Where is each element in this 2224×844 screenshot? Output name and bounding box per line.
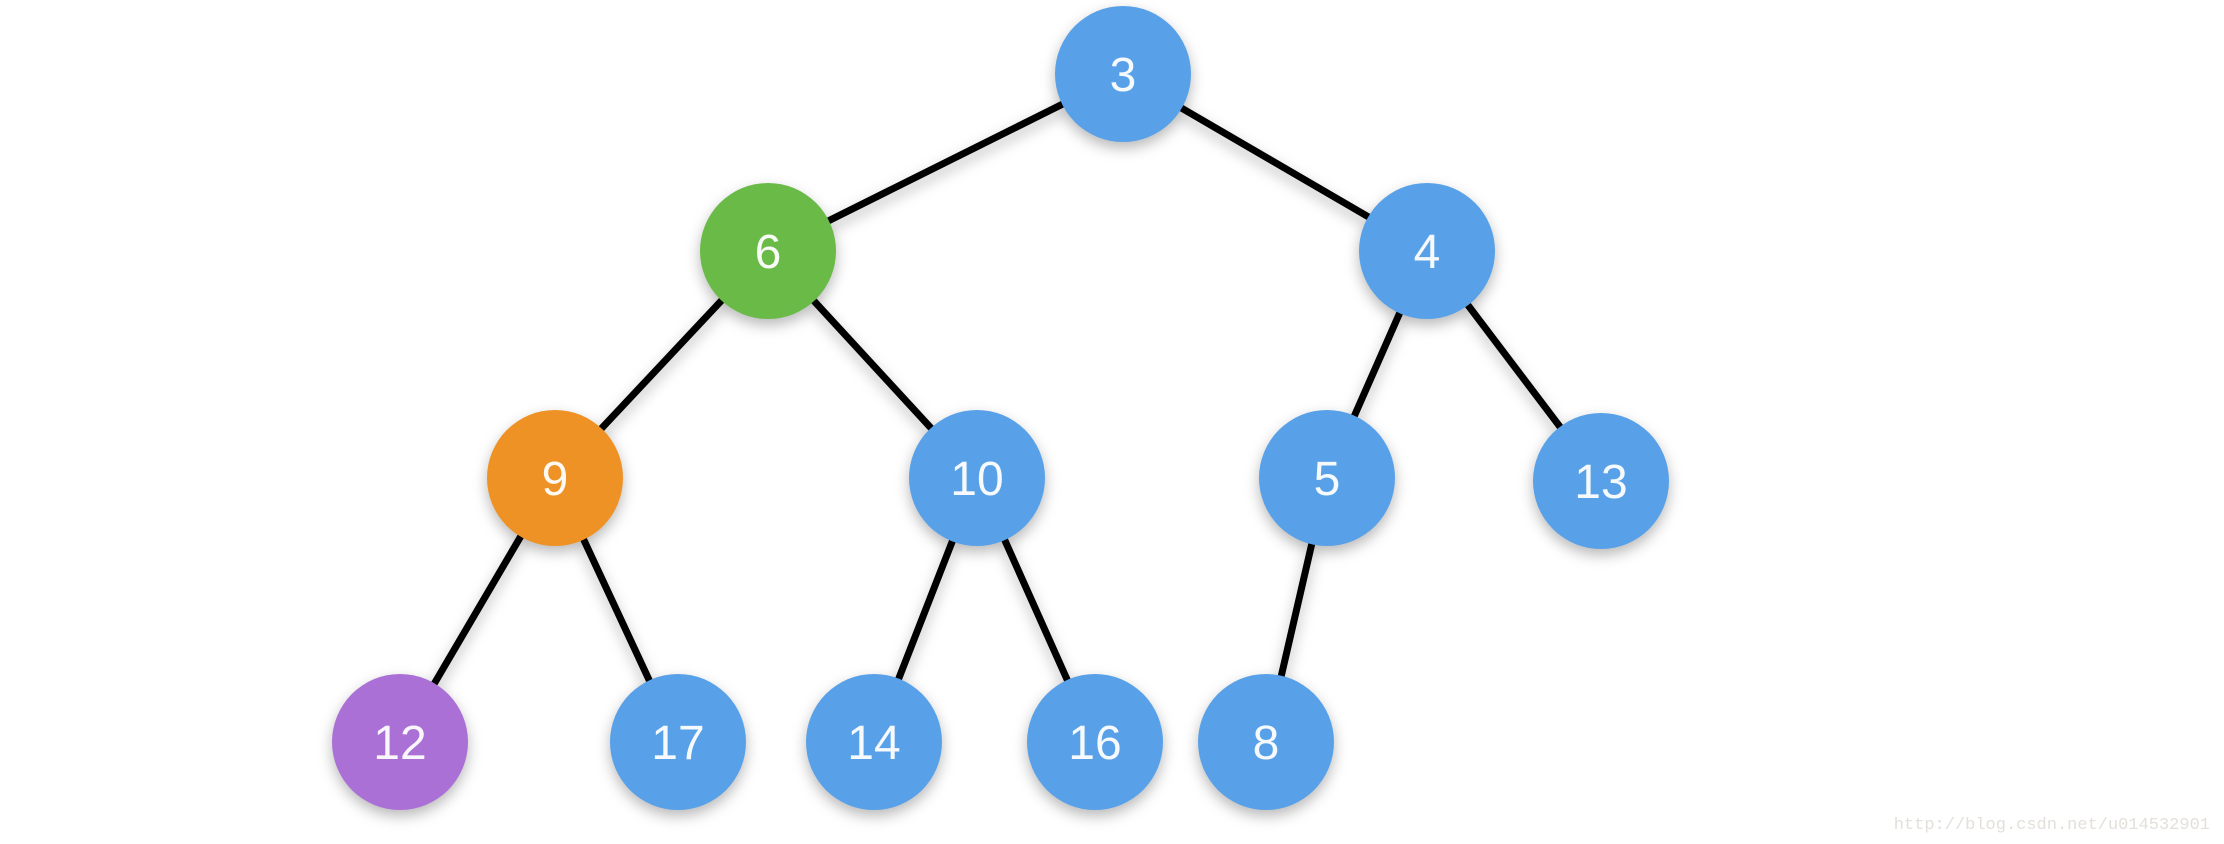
node-label: 4 xyxy=(1414,226,1441,279)
tree-node-14: 14 xyxy=(806,674,942,810)
node-circle-blue xyxy=(1198,674,1334,810)
tree-node-5: 5 xyxy=(1259,410,1395,546)
node-label: 17 xyxy=(651,717,704,770)
node-label: 10 xyxy=(950,453,1003,506)
tree-node-6: 6 xyxy=(700,183,836,319)
node-circle-blue xyxy=(1533,413,1669,549)
node-label: 8 xyxy=(1253,717,1280,770)
tree-node-12: 12 xyxy=(332,674,468,810)
tree-node-4: 4 xyxy=(1359,183,1495,319)
node-circle-blue xyxy=(610,674,746,810)
tree-node-8: 8 xyxy=(1198,674,1334,810)
node-label: 13 xyxy=(1574,456,1627,509)
node-label: 12 xyxy=(373,717,426,770)
node-circle-blue xyxy=(1259,410,1395,546)
node-circle-blue xyxy=(1359,183,1495,319)
node-label: 9 xyxy=(542,453,569,506)
node-circle-blue xyxy=(1055,6,1191,142)
node-circle-purple xyxy=(332,674,468,810)
node-label: 5 xyxy=(1314,453,1341,506)
tree-node-9: 9 xyxy=(487,410,623,546)
tree-node-10: 10 xyxy=(909,410,1045,546)
tree-node-16: 16 xyxy=(1027,674,1163,810)
tree-node-3: 3 xyxy=(1055,6,1191,142)
node-circle-blue xyxy=(909,410,1045,546)
tree-node-13: 13 xyxy=(1533,413,1669,549)
node-circle-blue xyxy=(1027,674,1163,810)
node-label: 3 xyxy=(1110,49,1137,102)
node-label: 16 xyxy=(1068,717,1121,770)
node-label: 14 xyxy=(847,717,900,770)
node-label: 6 xyxy=(755,226,782,279)
tree-node-17: 17 xyxy=(610,674,746,810)
watermark-url: http://blog.csdn.net/u014532901 xyxy=(1893,816,2210,835)
node-circle-green xyxy=(700,183,836,319)
node-circle-orange xyxy=(487,410,623,546)
node-circle-blue xyxy=(806,674,942,810)
